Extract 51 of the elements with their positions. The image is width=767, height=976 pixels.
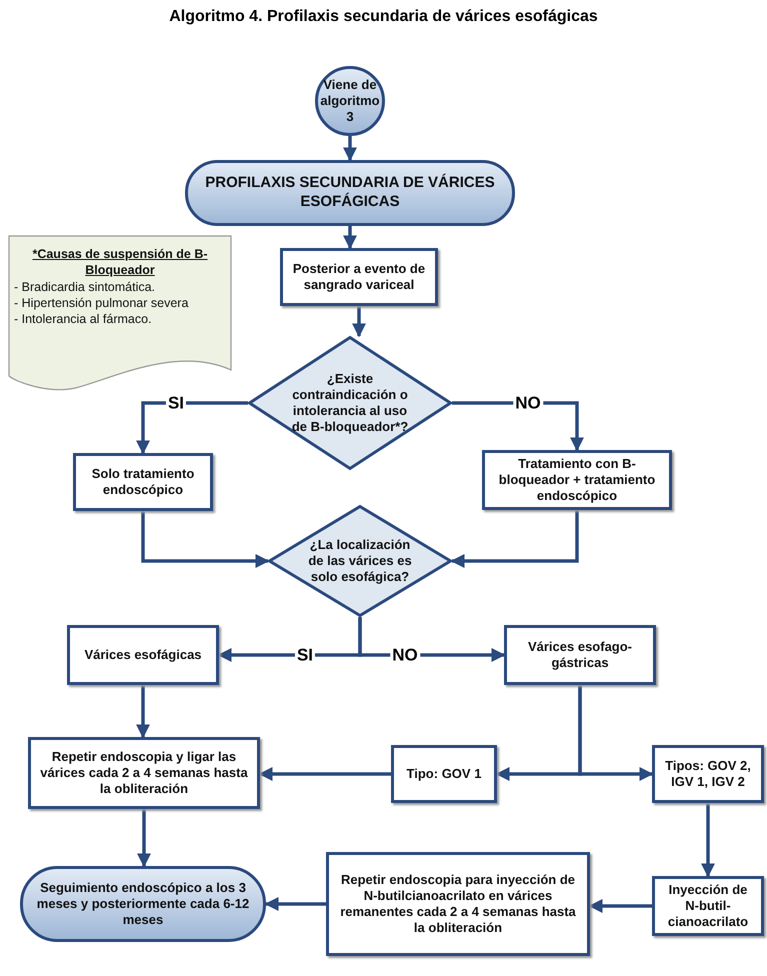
arrow [264, 897, 326, 911]
connector-circle [315, 66, 385, 136]
arrow [343, 226, 357, 250]
node-text: Tipos: GOV 2, IGV 1, IGV 2 [664, 758, 752, 790]
node-text: Várices esofago-gástricas [526, 638, 634, 672]
node-text: Inyección de N-butil-cianoacrilato [666, 882, 750, 930]
process-box [73, 453, 213, 511]
node-text: Solo tratamiento endoscópico [90, 466, 196, 498]
arrow [352, 306, 366, 338]
node-text: Várices esofágicas [83, 646, 203, 664]
process-box [67, 625, 219, 685]
decision-diamond [248, 336, 452, 470]
process-box [652, 876, 764, 936]
process-box [504, 625, 656, 685]
process-box [652, 745, 764, 803]
arrow [588, 899, 652, 913]
arrow [136, 401, 248, 454]
arrow [450, 510, 579, 568]
edge-label: NO [513, 394, 543, 412]
arrow [136, 685, 150, 738]
decision-text: ¿La localización de las várices es solo esofágica? [307, 536, 413, 586]
process-box [326, 852, 590, 956]
node-text: Repetir endoscopia y ligar las várices cada 2 a 4 semanas hasta la obliteración [39, 748, 249, 798]
arrow [343, 136, 357, 162]
edge-label: NO [390, 646, 420, 664]
arrow [578, 685, 654, 781]
note-item: - Hipertensión pulmonar severa [14, 296, 188, 312]
note-item: - Bradicardia sintomática. [14, 280, 156, 296]
process-box [28, 737, 260, 809]
arrow [258, 767, 391, 781]
note-heading: *Causas de suspensión de B-Bloqueador [31, 247, 209, 278]
process-box [391, 745, 497, 803]
diagram-title: Algoritmo 4. Profilaxis secundaria de várices esofágicas [168, 8, 599, 26]
note-document [8, 235, 232, 390]
arrow [701, 803, 715, 878]
edge-label: SI [294, 646, 316, 664]
arrow [137, 809, 151, 868]
node-text: Tipo: GOV 1 [406, 766, 482, 782]
node-text: Repetir endoscopia para inyección de N-butilcianoacrilato en várices remanentes cada 2 a 4 semanas hasta la obliteración [339, 872, 577, 936]
process-box [482, 450, 672, 510]
process-box [280, 248, 438, 306]
node-text: Viene de algoritmo 3 [319, 76, 381, 126]
node-text: PROFILAXIS SECUNDARIA DE VÁRICES ESOFÁGICAS [204, 174, 496, 212]
decision-text: ¿Existe contraindicación o intolerancia al uso de B-bloqueador*? [290, 370, 410, 436]
edge-label: SI [166, 394, 186, 412]
node-text: Posterior a evento de sangrado variceal [292, 260, 426, 294]
arrow [141, 511, 270, 568]
note-item: - Intolerancia al fármaco. [14, 312, 152, 328]
decision-diamond [268, 505, 452, 617]
node-text: Seguimiento endoscópico a los 3 meses y posteriormente cada 6-12 meses [36, 880, 250, 928]
node-text: Tratamiento con B-bloqueador + tratamiento endoscópico [498, 456, 656, 504]
